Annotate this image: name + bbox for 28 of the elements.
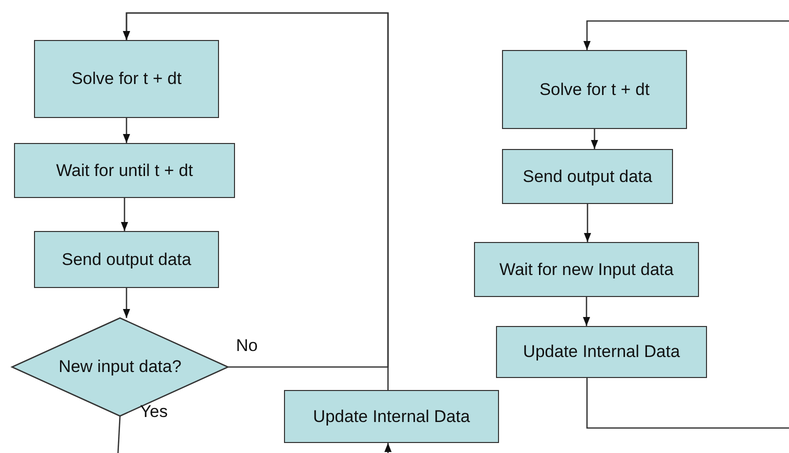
arrow — [120, 198, 128, 231]
decision-diamond — [10, 317, 230, 417]
process-box — [34, 40, 219, 118]
process-box — [474, 242, 699, 297]
box-text: Wait for until t + dt — [56, 160, 193, 180]
arrow — [583, 20, 789, 50]
process-box — [502, 50, 687, 129]
edge-label: Yes — [140, 402, 168, 422]
arrow — [582, 297, 590, 326]
arrow — [590, 129, 598, 149]
process-box — [496, 326, 707, 378]
box-text: Send output data — [62, 250, 192, 270]
process-box — [502, 149, 673, 204]
process-box — [14, 143, 235, 198]
arrow — [122, 118, 130, 143]
arrow — [384, 443, 392, 453]
process-box — [284, 390, 499, 443]
decision-text: New input data? — [58, 357, 182, 377]
process-box — [34, 231, 219, 288]
box-text: Solve for t + dt — [539, 80, 650, 100]
arrow — [584, 204, 592, 242]
box-text: Update Internal Data — [313, 406, 470, 426]
box-text: Send output data — [522, 166, 652, 186]
box-text: Update Internal Data — [523, 342, 680, 362]
box-text: Wait for new Input data — [499, 260, 674, 280]
arrow — [122, 288, 130, 318]
box-text: Solve for t + dt — [71, 69, 182, 89]
edge-label: No — [236, 336, 258, 356]
